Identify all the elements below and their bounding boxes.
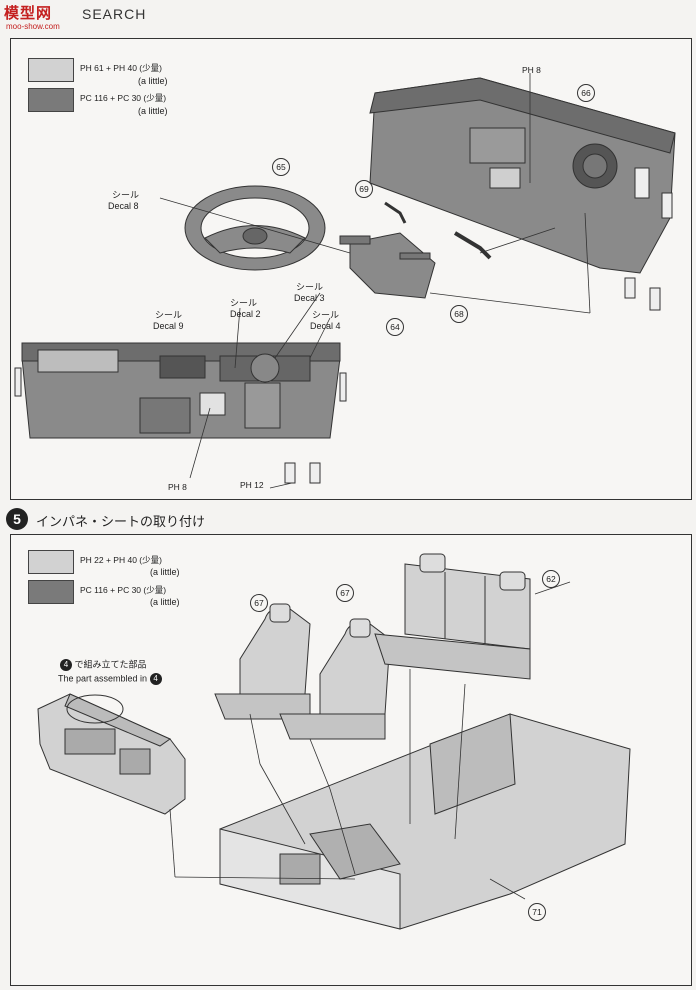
- legend-note-1: (a little): [138, 76, 168, 86]
- step-ref-circle-en: 4: [149, 673, 162, 685]
- steering-wheel-65: [184, 185, 326, 271]
- decal-4-jp: シール: [312, 310, 340, 320]
- color-swatch-dark-5: [28, 580, 74, 604]
- paint-ph8-top: PH 8: [522, 65, 541, 75]
- driver-seat-67: [214, 603, 311, 720]
- paint-ph12: PH 12: [240, 480, 264, 490]
- part-number-69: 69: [355, 180, 373, 198]
- site-logo: 模型网: [4, 5, 53, 22]
- decal-9-en: Decal 9: [153, 321, 184, 331]
- assembled-en-text: The part assembled in: [58, 673, 148, 684]
- legend5-formula-1: PH 22 + PH 40 (少量): [80, 555, 162, 565]
- part-number-65: 65: [272, 158, 290, 176]
- dashboard-front-view: [14, 342, 347, 439]
- legend5-note-2: (a little): [150, 597, 180, 607]
- step-ref-circle: 4: [60, 659, 72, 671]
- pedals: [624, 277, 661, 311]
- part-number-67-right: 67: [336, 584, 354, 602]
- color-swatch-dark: [28, 88, 74, 112]
- part-number-68: 68: [450, 305, 468, 323]
- decal-8-en: Decal 8: [108, 201, 139, 211]
- rear-bench-seat-62: [374, 553, 531, 680]
- part-69: [384, 201, 407, 224]
- decal-9-jp: シール: [155, 310, 183, 320]
- step-number: 5: [6, 508, 28, 530]
- dashboard-part-66: [369, 77, 676, 274]
- decal-4-en: Decal 4: [310, 321, 341, 331]
- legend-note-2: (a little): [138, 106, 168, 116]
- decal-2-jp: シール: [230, 298, 258, 308]
- legend-formula-1: PH 61 + PH 40 (少量): [80, 63, 162, 73]
- legend5-note-1: (a little): [150, 567, 180, 577]
- step-title: インパネ・シートの取り付け: [36, 515, 206, 530]
- paint-ph8-bottom: PH 8: [168, 482, 187, 492]
- decal-2-en: Decal 2: [230, 309, 261, 319]
- passenger-seat-67: [279, 618, 391, 740]
- decal-3-jp: シール: [296, 282, 324, 292]
- step4-illustration: [14, 73, 676, 489]
- site-url: moo-show.com: [6, 22, 60, 31]
- part-number-66: 66: [577, 84, 595, 102]
- part-number-71: 71: [528, 903, 546, 921]
- part-number-62: 62: [542, 570, 560, 588]
- step5-illustration: [37, 553, 631, 930]
- floor-tub-71: [219, 713, 631, 930]
- part-number-67-left: 67: [250, 594, 268, 612]
- part-number-64: 64: [386, 318, 404, 336]
- header-title: SEARCH: [82, 6, 147, 22]
- assembled-jp-text: で組み立てた部品: [74, 659, 147, 670]
- lower-pedals: [284, 462, 321, 484]
- part-68: [453, 231, 492, 260]
- legend5-formula-2: PC 116 + PC 30 (少量): [80, 585, 167, 595]
- assembled-note-jp: 4 で組み立てた部品: [60, 659, 147, 671]
- assembled-note-en: The part assembled in 4: [58, 673, 162, 685]
- decal-3-en: Decal 3: [294, 293, 325, 303]
- assembled-dashboard: [37, 693, 186, 815]
- decal-8-jp: シール: [112, 190, 140, 200]
- steering-column-64: [339, 232, 436, 299]
- color-swatch-light: [28, 58, 74, 82]
- legend-formula-2: PC 116 + PC 30 (少量): [80, 93, 167, 103]
- color-swatch-light-5: [28, 550, 74, 574]
